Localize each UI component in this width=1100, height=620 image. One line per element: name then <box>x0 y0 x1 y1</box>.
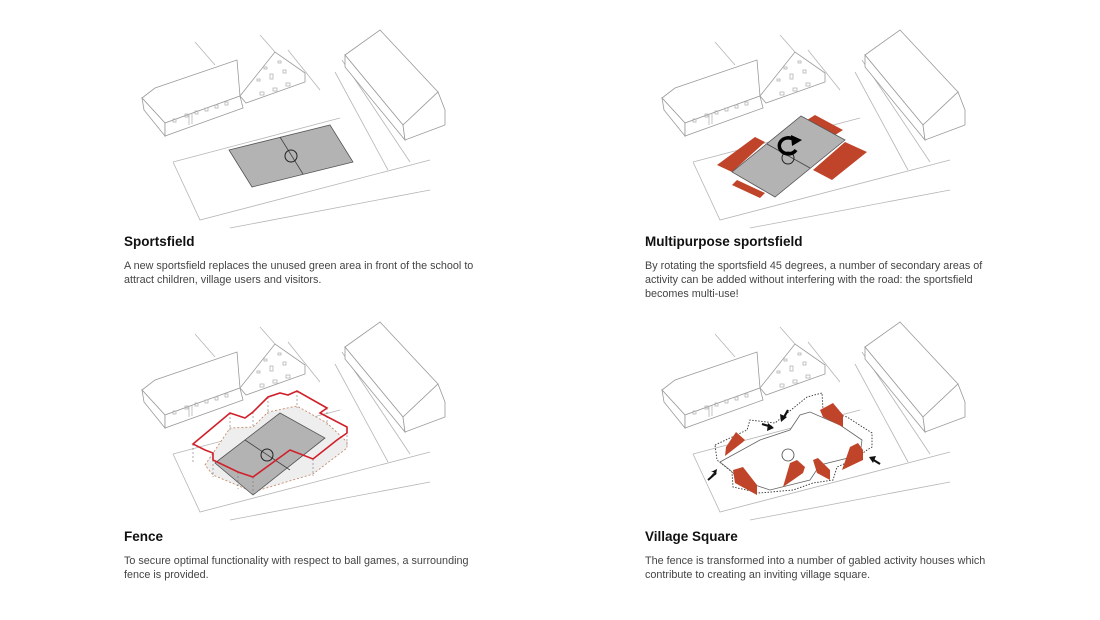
activity-area <box>807 115 843 135</box>
fence <box>191 390 348 478</box>
panel-title: Multipurpose sportsfield <box>645 234 803 249</box>
activity-house <box>820 403 843 427</box>
panel-village-square: Village Square The fence is transformed … <box>645 529 1005 582</box>
panel-sportsfield: Sportsfield A new sportsfield replaces t… <box>124 234 484 287</box>
activity-area <box>717 137 765 172</box>
village-square-drawing <box>661 321 966 521</box>
activity-house <box>733 467 757 495</box>
panel-description: A new sportsfield replaces the unused gr… <box>124 260 474 286</box>
panel-multipurpose: Multipurpose sportsfield By rotating the… <box>645 234 1005 301</box>
fence-drawing <box>141 321 446 521</box>
activity-area <box>732 180 765 198</box>
panel-title: Sportsfield <box>124 234 195 249</box>
inward-arrow-icon <box>707 409 881 481</box>
panel-title: Fence <box>124 529 164 544</box>
rotate-arrow-icon <box>777 135 802 156</box>
activity-area <box>813 142 867 180</box>
panel-description: The fence is transformed into a number o… <box>645 555 986 581</box>
multipurpose-drawing <box>661 29 966 229</box>
activity-house <box>725 432 745 456</box>
sportsfield-drawing <box>141 29 446 229</box>
panel-title: Village Square <box>645 529 738 544</box>
activity-house <box>813 458 830 480</box>
panel-description: By rotating the sportsfield 45 degrees, … <box>645 260 983 300</box>
activity-house <box>842 443 863 470</box>
panel-fence: Fence To secure optimal functionality wi… <box>124 529 484 582</box>
panel-description: To secure optimal functionality with res… <box>124 555 469 581</box>
activity-house <box>783 460 805 487</box>
